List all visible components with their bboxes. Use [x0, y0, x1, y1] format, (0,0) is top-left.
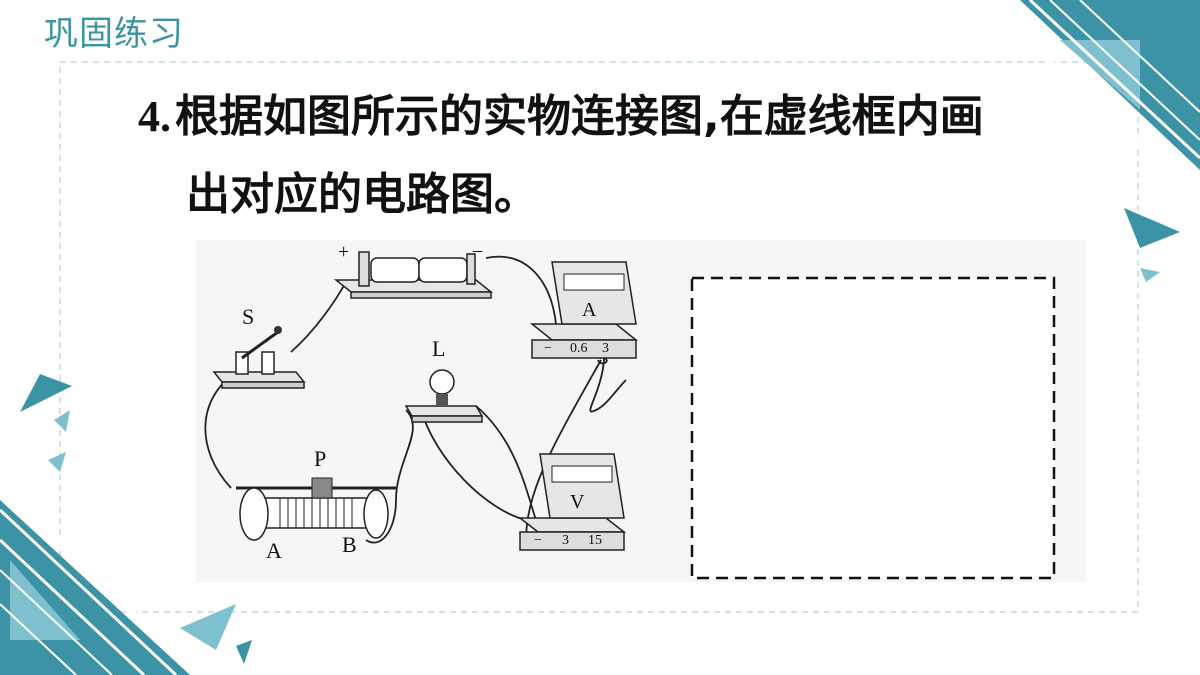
terminal-b-label: B	[342, 532, 357, 557]
question-line-1: 4.根据如图所示的实物连接图,在虚线框内画	[138, 88, 984, 146]
triangle-decor	[236, 640, 252, 664]
triangle-decor	[1140, 268, 1160, 282]
ammeter-terminal-neg: −	[544, 341, 552, 356]
triangle-decor	[54, 410, 70, 432]
voltmeter: V − 3 15	[517, 453, 627, 551]
triangle-decor	[20, 374, 72, 412]
voltmeter-terminal-neg: −	[534, 533, 542, 548]
voltmeter-terminal-3: 3	[562, 533, 569, 548]
battery-minus: −	[472, 241, 483, 263]
rheostat: P A B	[236, 446, 396, 563]
lamp: L	[404, 336, 484, 423]
circuit-diagram: + − S L P A B	[196, 240, 1086, 582]
ammeter-terminal-3: 3	[602, 341, 609, 356]
ammeter-terminal-06: 0.6	[570, 341, 588, 356]
corner-stripes-bottom-left	[0, 484, 202, 675]
section-title: 巩固练习	[44, 14, 184, 54]
ammeter-label: A	[582, 299, 597, 321]
ammeter: A − 0.6 3	[529, 261, 639, 359]
voltmeter-label: V	[570, 491, 585, 513]
switch-label: S	[242, 304, 254, 329]
dashed-frame	[59, 61, 1139, 613]
triangle-decor	[48, 452, 66, 472]
corner-stripes-top-right	[998, 0, 1200, 202]
battery: + −	[333, 241, 494, 299]
slider-label: P	[314, 446, 326, 471]
answer-box-dashed[interactable]	[690, 276, 1056, 580]
question-number: 4.	[138, 92, 171, 141]
triangle-decor	[1124, 208, 1180, 248]
triangle-decor	[180, 604, 236, 650]
switch: S	[212, 304, 306, 389]
lamp-label: L	[432, 336, 445, 361]
question-line-2: 出对应的电路图。	[186, 169, 538, 220]
battery-plus: +	[338, 241, 349, 263]
question-text-1: 根据如图所示的实物连接图,在虚线框内画	[175, 91, 984, 142]
terminal-a-label: A	[266, 538, 282, 563]
voltmeter-terminal-15: 15	[588, 533, 602, 548]
